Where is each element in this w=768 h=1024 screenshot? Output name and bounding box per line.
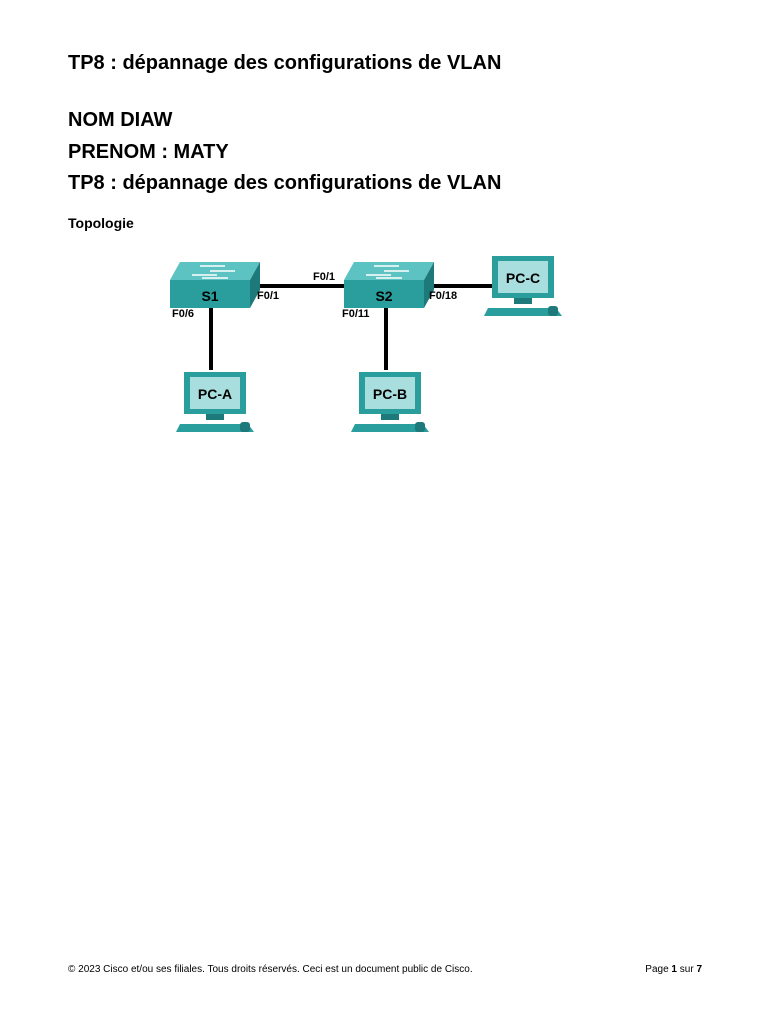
page-current: 1 bbox=[671, 964, 677, 975]
document-subtitle: TP8 : dépannage des configurations de VL… bbox=[68, 172, 502, 194]
pc-c: PC-C bbox=[484, 256, 562, 316]
port-label-s1-f0-1: F0/1 bbox=[257, 290, 279, 302]
document-title: TP8 : dépannage des configurations de VL… bbox=[68, 52, 502, 74]
student-last-name: NOM DIAW bbox=[68, 109, 173, 131]
footer-page-number: Page 1 sur 7 bbox=[645, 964, 702, 976]
switch-s1-label: S1 bbox=[201, 288, 218, 304]
footer-copyright: © 2023 Cisco et/ou ses filiales. Tous dr… bbox=[68, 964, 473, 975]
switch-s2: S2 bbox=[344, 262, 434, 308]
pc-b-label: PC-B bbox=[373, 386, 407, 402]
port-label-s2-f0-18: F0/18 bbox=[429, 290, 457, 302]
pc-a-label: PC-A bbox=[198, 386, 232, 402]
page-prefix: Page bbox=[645, 964, 672, 975]
pc-a: PC-A bbox=[176, 372, 254, 432]
port-label-s2-f0-11: F0/11 bbox=[342, 308, 370, 320]
port-label-s2-f0-1: F0/1 bbox=[313, 271, 335, 283]
switch-s1: S1 bbox=[170, 262, 260, 308]
section-heading-topologie: Topologie bbox=[68, 215, 134, 231]
pc-c-label: PC-C bbox=[506, 270, 540, 286]
student-first-name: PRENOM : MATY bbox=[68, 141, 229, 163]
pc-b: PC-B bbox=[351, 372, 429, 432]
page-total: 7 bbox=[696, 964, 702, 975]
port-label-s1-f0-6: F0/6 bbox=[172, 308, 194, 320]
switch-s2-label: S2 bbox=[375, 288, 392, 304]
topology-diagram: S1 S2 PC-A PC-B PC-C bbox=[170, 256, 562, 432]
page-separator: sur bbox=[676, 964, 697, 975]
